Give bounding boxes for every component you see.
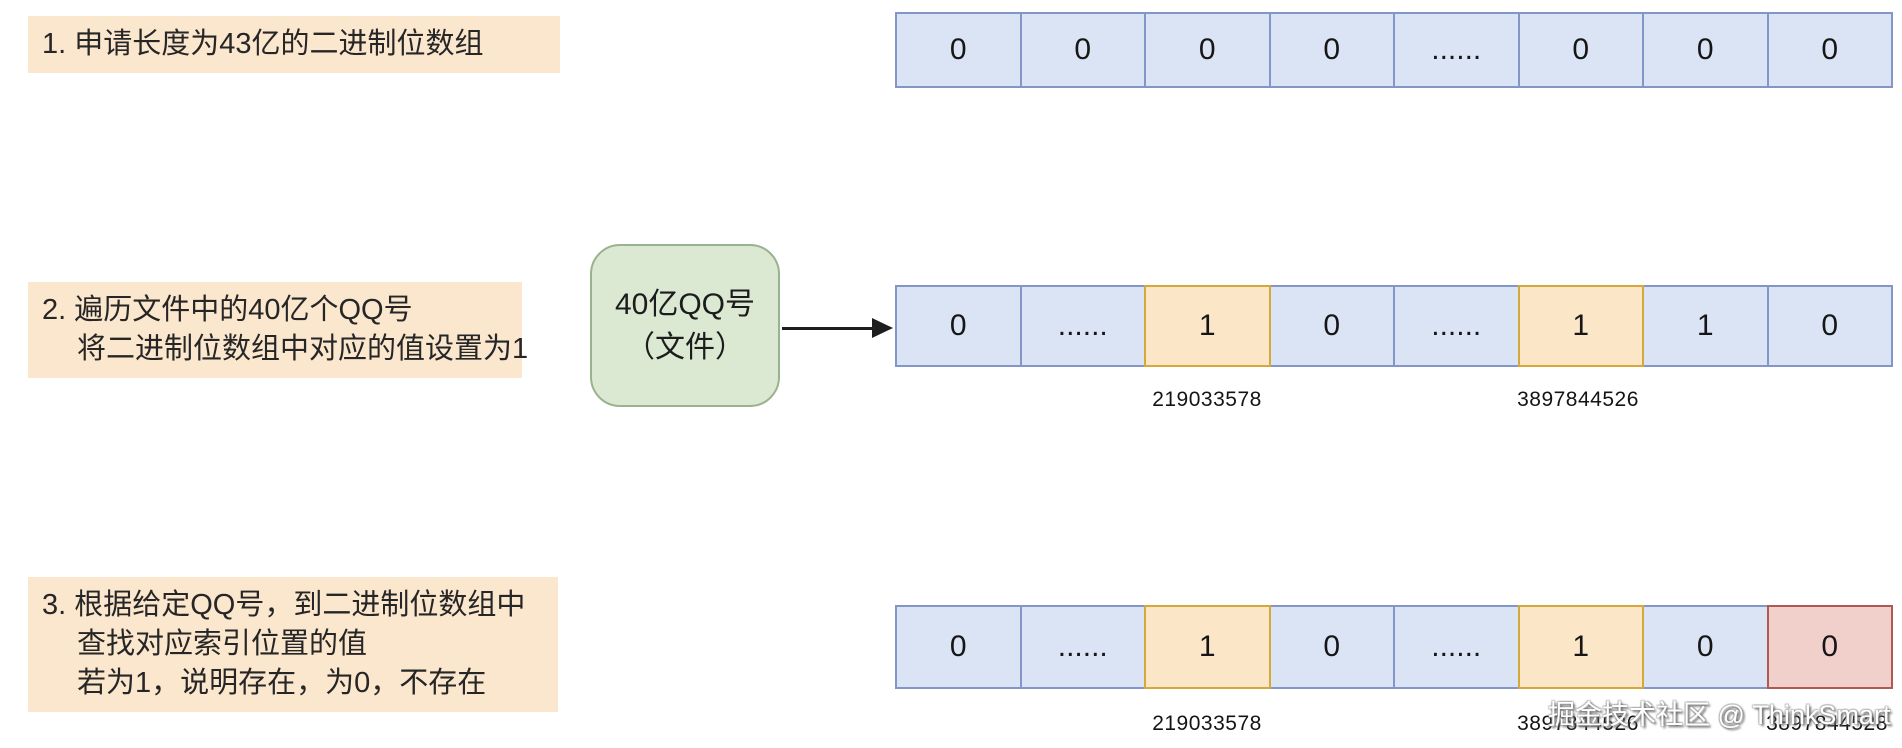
bit-cell: 0 xyxy=(1642,12,1769,88)
bit-cell: 0 xyxy=(1268,605,1395,689)
bit-cell: 0 xyxy=(895,12,1022,88)
bit-cell: 0 xyxy=(1268,285,1395,367)
bit-cell: 0 xyxy=(1517,12,1644,88)
step-1-note: 1. 申请长度为43亿的二进制位数组 xyxy=(28,16,560,73)
bit-cell: 0 xyxy=(1268,12,1395,88)
step-3-text-line-3: 若为1，说明存在，为0，不存在 xyxy=(77,667,487,699)
qq-file-box-line-1: 40亿QQ号 xyxy=(614,287,756,321)
step-3-text-line-1: 3. 根据给定QQ号，到二进制位数组中 xyxy=(42,589,526,621)
qq-number-label: 3897844526 xyxy=(1517,388,1639,411)
qq-number-label: 3897844528 xyxy=(1766,712,1888,735)
bit-cell: 0 xyxy=(895,285,1022,367)
qq-file-box: 40亿QQ号 （文件） xyxy=(590,244,780,407)
step-3-text-line-2: 查找对应索引位置的值 xyxy=(77,628,368,660)
bit-array-row-initial: 0 0 0 0 ...... 0 0 0 xyxy=(895,12,1893,88)
qq-number-label: 3897844526 xyxy=(1517,712,1639,735)
arrowhead-icon xyxy=(872,318,893,338)
bit-cell-ellipsis: ...... xyxy=(1019,285,1146,367)
bit-cell: 0 xyxy=(1019,12,1146,88)
step-2-text-line-2: 将二进制位数组中对应的值设置为1 xyxy=(77,333,529,365)
watermark: 掘金技术社区 @ ThinkSmart xyxy=(1548,700,1891,730)
bit-cell-set: 1 xyxy=(1517,285,1644,367)
qq-file-box-line-2: （文件） xyxy=(625,330,745,364)
qq-number-label: 219033578 xyxy=(1152,712,1262,735)
bit-cell-ellipsis: ...... xyxy=(1393,285,1520,367)
bit-cell: 0 xyxy=(895,605,1022,689)
bit-cell-set: 1 xyxy=(1144,605,1271,689)
flow-arrow xyxy=(782,318,893,338)
bit-cell: 0 xyxy=(1766,12,1893,88)
step-1-text: 1. 申请长度为43亿的二进制位数组 xyxy=(42,28,484,60)
bit-array-row-lookup: 0 ...... 1 0 ...... 1 0 0 xyxy=(895,605,1893,689)
bit-array-row-marked: 0 ...... 1 0 ...... 1 1 0 xyxy=(895,285,1893,367)
bit-cell: 1 xyxy=(1642,285,1769,367)
bit-cell-missing: 0 xyxy=(1766,605,1893,689)
bit-cell: 0 xyxy=(1642,605,1769,689)
bit-cell-set: 1 xyxy=(1144,285,1271,367)
qq-number-label: 219033578 xyxy=(1152,388,1262,411)
bit-cell-ellipsis: ...... xyxy=(1393,605,1520,689)
bit-cell-set: 1 xyxy=(1517,605,1644,689)
step-3-note: 3. 根据给定QQ号，到二进制位数组中 查找对应索引位置的值 若为1，说明存在，… xyxy=(28,577,558,712)
bit-cell-ellipsis: ...... xyxy=(1393,12,1520,88)
bit-cell-ellipsis: ...... xyxy=(1019,605,1146,689)
step-2-text-line-1: 2. 遍历文件中的40亿个QQ号 xyxy=(42,294,413,326)
step-2-note: 2. 遍历文件中的40亿个QQ号 将二进制位数组中对应的值设置为1 xyxy=(28,282,529,378)
bit-cell: 0 xyxy=(1144,12,1271,88)
bit-cell: 0 xyxy=(1766,285,1893,367)
